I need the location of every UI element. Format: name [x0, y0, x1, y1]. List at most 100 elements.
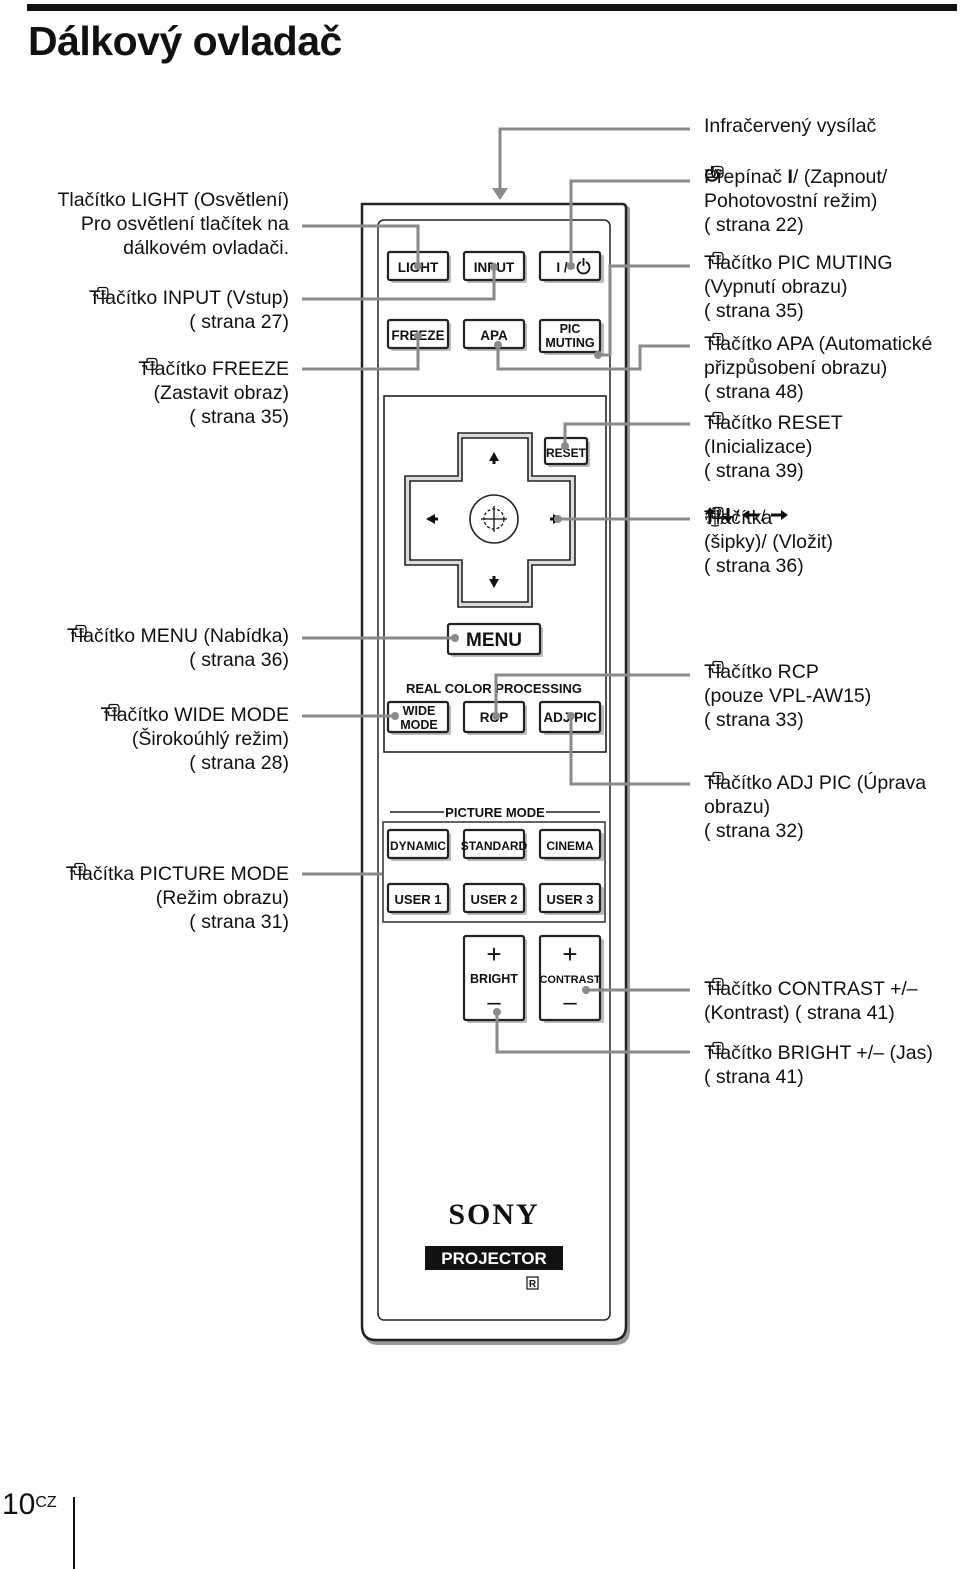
arrow-down-icon	[489, 576, 499, 588]
callout-reset-line1: Tlačítko RESET	[704, 412, 843, 434]
callout-ir: Infračervený vysílač	[704, 115, 877, 137]
callout-reset-ref: strana 39)	[715, 460, 804, 482]
dynamic-button-label: DYNAMIC	[390, 839, 446, 853]
cinema-button[interactable]: CINEMA	[538, 828, 604, 861]
callout-adj-line2: obrazu)	[704, 796, 771, 818]
callout-pic-ref: strana 35)	[715, 300, 804, 322]
callout-pm-ref: ( strana 31)	[66, 862, 289, 934]
projector-label: PROJECTOR	[441, 1249, 547, 1268]
ir-mark-box	[526, 1276, 539, 1290]
callout-wide-line2: (Širokoúhlý režim)	[131, 728, 289, 750]
picture-mode-label: PICTURE MODE	[445, 805, 545, 820]
callout-wide-line1: Tlačítko WIDE MODE	[100, 704, 289, 726]
enter-icon	[481, 506, 507, 532]
callout-reset-line2: (Inicializace)	[704, 436, 813, 458]
bright-rocker[interactable]: + BRIGHT –	[462, 934, 527, 1023]
callout-contrast: Tlačítko CONTRAST +/– (Kontrast) ( stran…	[704, 977, 918, 1024]
callout-apa-ref: strana 48)	[715, 381, 804, 403]
user3-button[interactable]: USER 3	[538, 882, 604, 915]
user2-button[interactable]: USER 2	[462, 882, 527, 915]
sony-logo: SONY	[448, 1198, 539, 1231]
user1-button[interactable]: USER 1	[386, 882, 451, 915]
callout-arrows: Tlačítka /// (šipky)/ (Vložit) ( strana …	[704, 506, 833, 577]
page-number-rule	[73, 1497, 75, 1569]
user1-button-label: USER 1	[395, 892, 442, 907]
callout-adj-ref: strana 32)	[715, 820, 804, 842]
arrow-pad[interactable]	[404, 432, 576, 608]
callout-bright: Tlačítko BRIGHT +/– (Jas) ( strana 41)	[704, 1041, 933, 1088]
wide-mode-label-1: WIDE	[403, 704, 436, 718]
callout-rcp: Tlačítko RCP (pouze VPL-AW15) ( strana 3…	[704, 660, 872, 731]
svg-text:/: /	[717, 508, 722, 524]
pic-muting-button[interactable]: PIC MUTING	[538, 318, 604, 355]
callout-light-line3: dálkovém ovladači.	[123, 237, 289, 259]
picture-mode-frame	[382, 821, 606, 923]
svg-text:/: /	[761, 508, 766, 524]
arrow-left-icon	[426, 514, 438, 524]
callout-apa-line1: Tlačítko APA (Automatické	[704, 333, 933, 355]
user3-button-label: USER 3	[547, 892, 594, 907]
callout-wide-ref-text: strana 28)	[201, 752, 289, 774]
standard-button[interactable]: STANDARD	[461, 828, 528, 861]
callout-power-c: Pohotovostní režim)	[704, 190, 878, 212]
power-icon	[576, 258, 591, 275]
callout-pic-line1: Tlačítko PIC MUTING	[704, 252, 893, 274]
callout-input-ref: ( strana 27)	[89, 286, 289, 334]
callout-freeze-ref: ( strana 35)	[138, 357, 289, 429]
callout-freeze-ref-text: strana 35)	[201, 406, 289, 428]
user2-button-label: USER 2	[471, 892, 518, 907]
callout-arrows-b: (šipky)/	[704, 531, 767, 553]
callout-picture-mode: Tlačítka PICTURE MODE (Režim obrazu) ( s…	[66, 862, 289, 934]
contrast-minus[interactable]: –	[563, 989, 577, 1016]
page-number-suffix: CZ	[35, 1494, 57, 1511]
callout-pm-line1: Tlačítka PICTURE MODE	[65, 863, 289, 885]
callout-wide-ref: ( strana 28)	[100, 703, 289, 775]
callout-bright-line1: Tlačítko BRIGHT +/– (Jas)	[704, 1042, 933, 1064]
reset-button[interactable]: RESET	[543, 436, 590, 467]
callout-apa: Tlačítko APA (Automatické přizpůsobení o…	[704, 332, 933, 403]
callout-rcp-line2: (pouze VPL-AW15)	[704, 685, 872, 707]
callout-arrows-ref: strana 36)	[715, 555, 804, 577]
callout-light-line1: Tlačítko LIGHT (Osvětlení)	[57, 189, 289, 211]
callout-light: Tlačítko LIGHT (Osvětlení) Pro osvětlení…	[57, 188, 289, 260]
cinema-button-label: CINEMA	[546, 839, 594, 853]
apa-button[interactable]: APA	[462, 318, 527, 351]
callout-pic-muting: Tlačítko PIC MUTING (Vypnutí obrazu) ( s…	[704, 251, 893, 322]
power-button-label: I /	[556, 260, 568, 275]
callout-menu-line1: Tlačítko MENU (Nabídka)	[66, 625, 289, 647]
callout-adj-pic: Tlačítko ADJ PIC (Úprava obrazu) ( stran…	[704, 771, 927, 842]
callout-pic-line2: (Vypnutí obrazu)	[704, 276, 848, 298]
callout-contrast-line1: Tlačítko CONTRAST +/–	[704, 978, 918, 1000]
bright-plus[interactable]: +	[486, 939, 501, 969]
callout-reset: Tlačítko RESET (Inicializace) ( strana 3…	[704, 411, 843, 482]
callout-pm-ref-text: strana 31)	[201, 911, 289, 933]
ir-mark: R	[529, 1279, 537, 1290]
callout-freeze-line2: (Zastavit obraz)	[153, 382, 289, 404]
menu-button-label: MENU	[466, 630, 522, 651]
callout-menu-ref-text: strana 36)	[201, 649, 289, 671]
callout-adj-line1: Tlačítko ADJ PIC (Úprava	[704, 772, 927, 794]
dynamic-button[interactable]: DYNAMIC	[386, 828, 451, 861]
callout-arrows-c: (Vložit)	[772, 531, 833, 553]
callout-menu: Tlačítko MENU (Nabídka) ( strana 36)	[67, 624, 289, 672]
callout-connectors	[302, 127, 690, 1054]
menu-button[interactable]: MENU	[446, 622, 543, 657]
page-number: 10CZ	[2, 1488, 57, 1522]
callout-menu-ref: ( strana 36)	[67, 624, 289, 672]
callout-freeze-line1: Tlačítko FREEZE	[138, 358, 289, 380]
wide-mode-label-2: MODE	[400, 718, 438, 732]
callout-rcp-ref: strana 33)	[715, 709, 804, 731]
callout-contrast-line2: (Kontrast)	[704, 1002, 790, 1024]
contrast-plus[interactable]: +	[562, 939, 577, 969]
callout-light-line2: Pro osvětlení tlačítek na	[80, 213, 289, 235]
callout-wide-mode: Tlačítko WIDE MODE (Širokoúhlý režim) ( …	[100, 703, 289, 775]
pic-muting-label-2: MUTING	[545, 336, 594, 350]
wide-mode-button[interactable]: WIDE MODE	[386, 700, 451, 735]
contrast-rocker[interactable]: + CONTRAST –	[538, 934, 604, 1023]
remote-body	[360, 202, 630, 1345]
svg-text:/: /	[735, 508, 740, 524]
callout-freeze: Tlačítko FREEZE (Zastavit obraz) ( stran…	[138, 357, 289, 429]
apa-button-label: APA	[480, 328, 508, 343]
pic-muting-label-1: PIC	[560, 322, 581, 336]
